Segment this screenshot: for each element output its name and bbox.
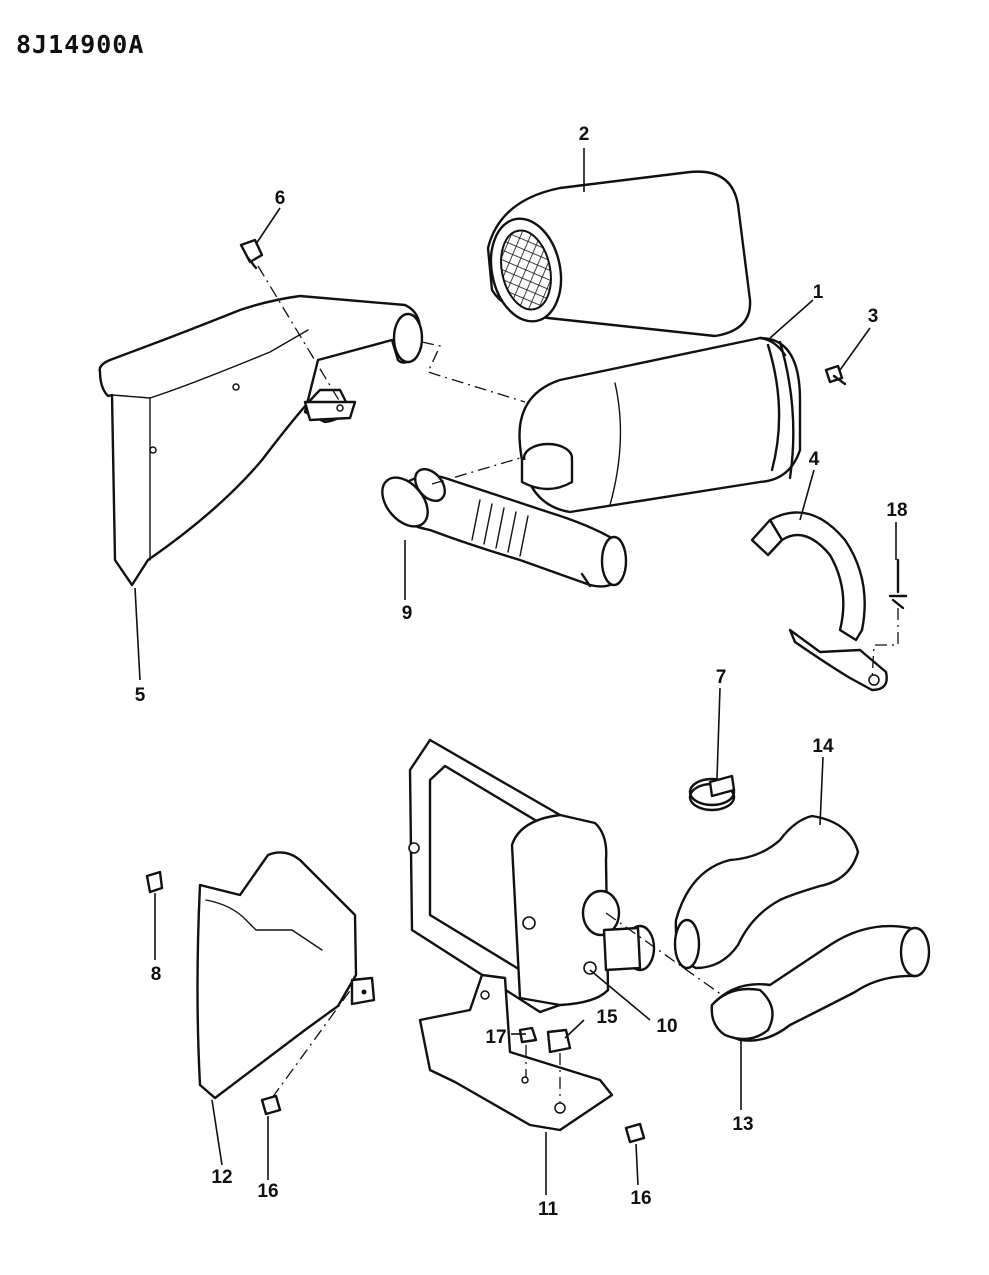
plug [145, 870, 164, 894]
screw-left [260, 1094, 282, 1116]
callout-16-right: 16 [630, 1188, 651, 1209]
screw [239, 238, 264, 270]
bolt [888, 558, 908, 610]
callout-1: 1 [813, 282, 824, 303]
air-filter-element [486, 170, 752, 338]
clip [824, 364, 847, 386]
hose-clamp [688, 774, 736, 812]
assembly-lines [257, 265, 899, 1102]
intercooler [408, 738, 656, 1014]
callout-7: 7 [716, 667, 727, 688]
callout-numbers: 2 1 3 4 6 5 9 18 7 14 8 10 17 15 11 12 1… [135, 124, 908, 1220]
callout-9: 9 [402, 603, 413, 624]
mounting-strap [750, 511, 888, 692]
callout-4: 4 [809, 449, 820, 470]
intercooler-bracket [418, 973, 614, 1132]
callout-6: 6 [275, 188, 286, 209]
grommet [546, 1028, 572, 1054]
nut [518, 1026, 538, 1044]
lower-hose [710, 924, 931, 1042]
callout-18: 18 [886, 500, 907, 521]
callout-15: 15 [596, 1007, 618, 1028]
leader-lines [134, 148, 897, 1195]
callout-13: 13 [732, 1114, 753, 1135]
screw-right [624, 1122, 646, 1144]
fasteners [260, 1026, 646, 1144]
drawing-code: 8J14900A [16, 30, 145, 59]
air-cleaner-housing [518, 336, 802, 514]
callout-3: 3 [868, 306, 879, 327]
callout-5: 5 [135, 685, 146, 706]
callout-14: 14 [812, 736, 834, 757]
callout-2: 2 [579, 124, 590, 145]
upper-hose [673, 814, 860, 970]
callout-10: 10 [656, 1016, 677, 1037]
callout-11: 11 [538, 1199, 559, 1220]
intercooler-shroud [196, 851, 376, 1100]
air-intake-duct [98, 294, 424, 587]
callout-17: 17 [485, 1027, 506, 1048]
callout-12: 12 [211, 1167, 232, 1188]
callout-16-left: 16 [257, 1181, 278, 1202]
intake-hose [381, 468, 628, 588]
callout-8: 8 [151, 964, 162, 985]
